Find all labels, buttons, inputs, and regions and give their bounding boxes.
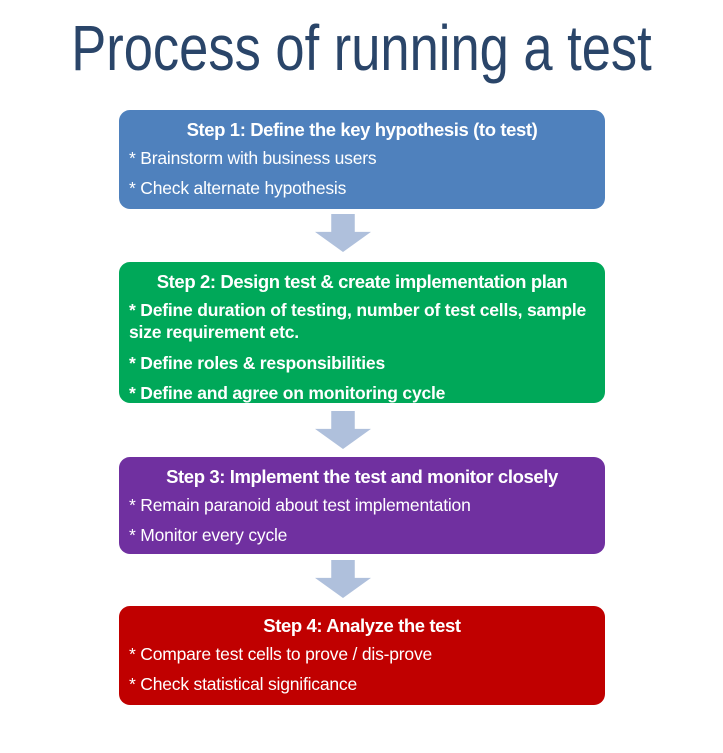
step-1-title: Step 1: Define the key hypothesis (to te…: [186, 119, 538, 140]
step-3-bullet: * Remain paranoid about test implementat…: [129, 495, 471, 516]
step-1-bullet: * Brainstorm with business users: [129, 148, 377, 169]
step-3-bullet: * Monitor every cycle: [129, 525, 288, 546]
step-2-bullet: * Define roles & responsibilities: [129, 352, 385, 373]
down-arrow-icon: [315, 214, 371, 252]
step-4-box: Step 4: Analyze the test * Compare test …: [119, 606, 605, 705]
down-arrow-icon: [315, 411, 371, 449]
step-2-title: Step 2: Design test & create implementat…: [156, 271, 568, 292]
step-2-bullet: * Define duration of testing, number of …: [129, 300, 587, 343]
step-1-bullet: * Check alternate hypothesis: [129, 178, 347, 199]
step-2-bullet: * Define and agree on monitoring cycle: [129, 382, 446, 403]
step-2-box: Step 2: Design test & create implementat…: [119, 262, 605, 403]
diagram-title: Process of running a test: [71, 12, 652, 84]
step-4-bullet: * Check statistical significance: [129, 674, 358, 695]
step-1-box: Step 1: Define the key hypothesis (to te…: [119, 110, 605, 209]
step-3-title: Step 3: Implement the test and monitor c…: [166, 466, 558, 487]
step-4-bullet: * Compare test cells to prove / dis-prov…: [129, 644, 433, 665]
down-arrow-icon: [315, 560, 371, 598]
step-3-box: Step 3: Implement the test and monitor c…: [119, 457, 605, 554]
step-4-title: Step 4: Analyze the test: [263, 615, 461, 636]
